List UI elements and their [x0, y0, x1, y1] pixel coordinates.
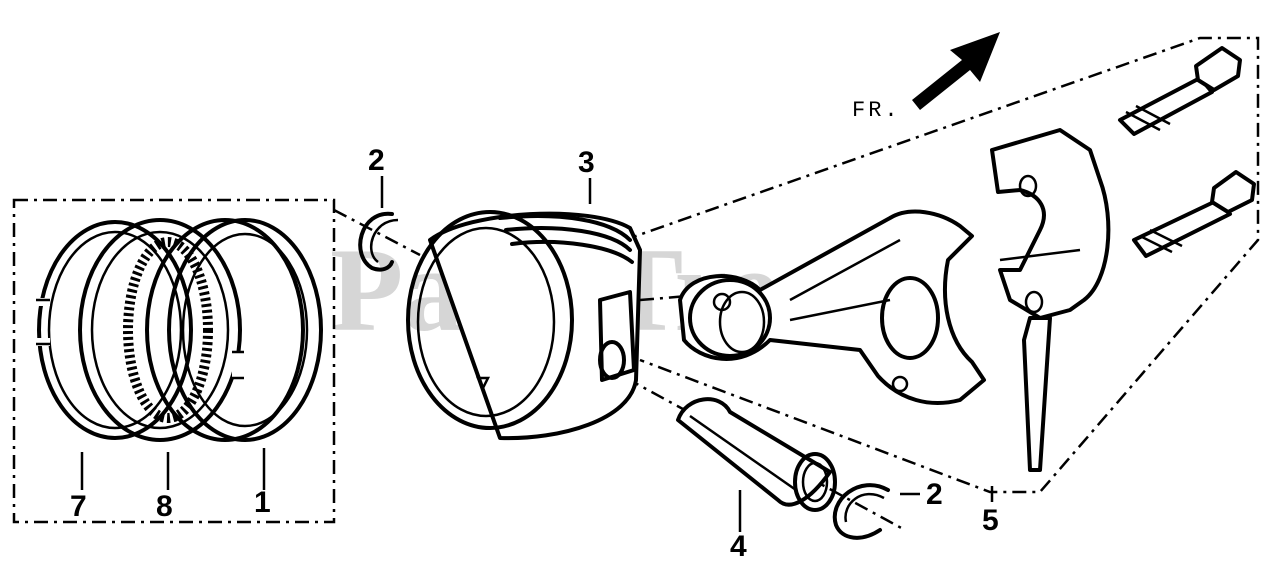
rod-assembly-outline — [595, 36, 1260, 494]
callout-clip-right: 2 — [926, 478, 943, 511]
rod-bolt-upper — [1118, 46, 1242, 136]
rod-bolt-lower — [1132, 170, 1256, 258]
piston-rings — [36, 218, 323, 442]
callout-rod-assembly: 5 — [982, 504, 999, 537]
callout-ring-second: 8 — [156, 490, 173, 523]
oil-ring — [167, 218, 323, 442]
callout-pin: 4 — [730, 530, 747, 563]
piston — [406, 210, 642, 441]
direction-label: FR. — [852, 98, 901, 123]
callout-ring-top: 7 — [70, 490, 87, 523]
callout-clip-left: 2 — [368, 144, 385, 177]
ring-set-box — [12, 198, 336, 524]
second-ring — [78, 218, 242, 442]
leader-ring-box — [333, 208, 421, 257]
rod-cap — [990, 128, 1111, 472]
circlip-left — [358, 211, 399, 272]
callout-piston: 3 — [578, 146, 595, 179]
connecting-rod — [678, 209, 986, 405]
circlip-right — [832, 483, 890, 540]
leader-lines — [80, 176, 994, 532]
top-ring — [37, 220, 193, 440]
callout-ring-set: 1 — [254, 486, 271, 519]
piston-pin — [676, 397, 837, 512]
front-direction-arrow — [912, 32, 1000, 110]
